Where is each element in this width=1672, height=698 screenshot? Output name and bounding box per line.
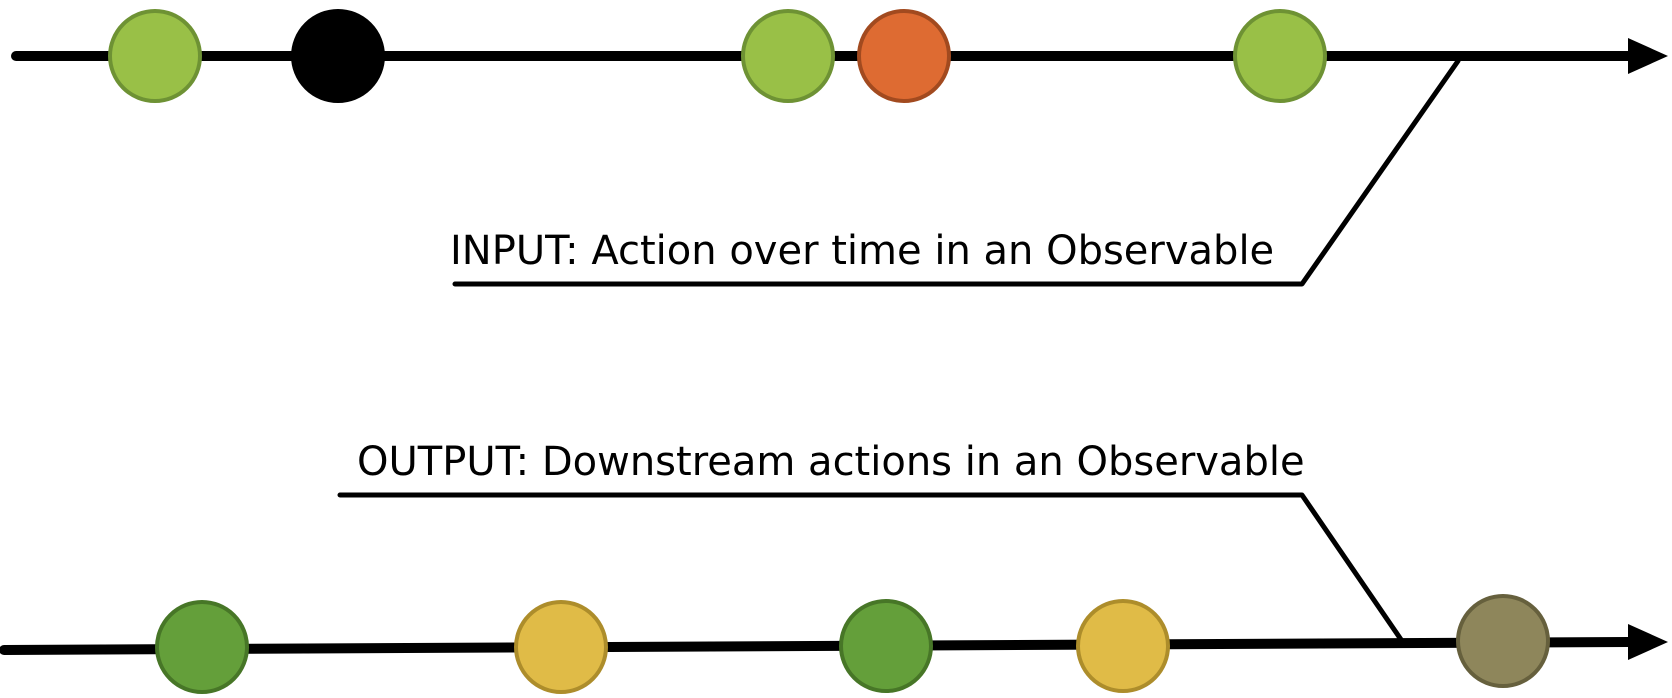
output-marble-4 [1076, 599, 1170, 693]
input-timeline-arrowhead [1628, 38, 1668, 74]
output-marble-2 [514, 600, 608, 694]
input-stream [11, 9, 1668, 103]
output-marbles [155, 594, 1550, 694]
output-marble-5 [1456, 594, 1550, 688]
output-callout-leader [337, 492, 1405, 644]
input-label: INPUT: Action over time in an Observable [450, 228, 1274, 274]
input-callout: INPUT: Action over time in an Observable [450, 58, 1461, 287]
output-label: OUTPUT: Downstream actions in an Observa… [357, 439, 1305, 485]
output-timeline-arrowhead [1628, 624, 1668, 660]
output-marble-1 [155, 600, 249, 694]
input-marble-2 [291, 9, 385, 103]
output-marble-3 [839, 599, 933, 693]
input-marble-5 [1233, 9, 1327, 103]
input-marble-4 [857, 9, 951, 103]
output-timeline [0, 637, 1633, 655]
input-marble-3 [741, 9, 835, 103]
output-callout: OUTPUT: Downstream actions in an Observa… [337, 439, 1405, 644]
input-marbles [108, 9, 1327, 103]
input-callout-leader [452, 58, 1461, 287]
input-marble-1 [108, 9, 202, 103]
output-stream [0, 594, 1668, 694]
